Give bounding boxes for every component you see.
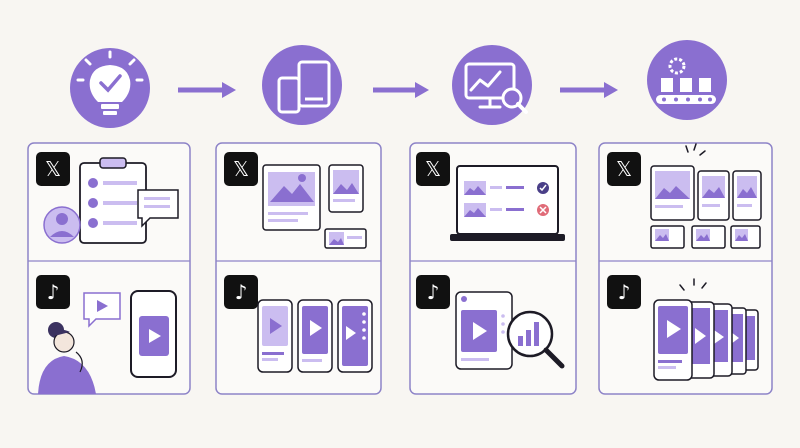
tiktok-logo-icon: ♪ xyxy=(36,275,70,309)
svg-text:♪: ♪ xyxy=(618,280,631,304)
step-ideate xyxy=(70,48,150,128)
production-line-icon xyxy=(656,57,716,104)
video-variant-3 xyxy=(337,299,373,373)
monitor-analytics-icon xyxy=(464,62,528,114)
thinking-person-illustration xyxy=(38,322,96,394)
step-design xyxy=(262,45,342,125)
lightbulb-check-icon xyxy=(76,50,144,115)
svg-text:♪: ♪ xyxy=(427,280,440,304)
video-variant-2 xyxy=(297,299,333,373)
panel-test: 𝕏 ♪ xyxy=(409,142,577,395)
tiktok-logo-icon: ♪ xyxy=(416,275,450,309)
arrow-3 xyxy=(560,82,618,98)
svg-text:♪: ♪ xyxy=(47,280,60,304)
image-banner xyxy=(324,228,367,249)
tiktok-logo-icon: ♪ xyxy=(607,275,641,309)
panel-ideate: 𝕏 ♪ xyxy=(27,142,191,395)
laptop-ab-test xyxy=(450,165,565,241)
arrow-1 xyxy=(178,82,236,98)
step-scale xyxy=(647,40,727,120)
image-post-large xyxy=(262,164,321,231)
scaled-image-posts xyxy=(650,165,762,221)
burst-lines-icon xyxy=(679,278,707,291)
svg-text:♪: ♪ xyxy=(235,280,248,304)
magnifier-chart-icon xyxy=(506,310,565,369)
devices-icon xyxy=(277,60,331,114)
tiktok-logo-icon: ♪ xyxy=(224,275,258,309)
scaled-image-banners xyxy=(650,225,761,249)
x-logo-icon: 𝕏 xyxy=(224,152,258,186)
x-logo-icon: 𝕏 xyxy=(36,152,70,186)
step-test xyxy=(452,45,532,125)
x-logo-icon: 𝕏 xyxy=(416,152,450,186)
panel-design: 𝕏 ♪ xyxy=(215,142,382,395)
panel-scale: 𝕏 xyxy=(598,142,773,395)
arrow-2 xyxy=(373,82,429,98)
phone-video-icon xyxy=(130,290,177,378)
scaled-video-stack xyxy=(653,299,759,381)
speech-bubble-icon xyxy=(137,189,179,228)
video-analytics-card xyxy=(455,291,513,370)
svg-text:𝕏: 𝕏 xyxy=(425,157,441,181)
video-speech-bubble-icon xyxy=(83,292,121,328)
video-variant-1 xyxy=(257,299,293,373)
svg-text:𝕏: 𝕏 xyxy=(45,157,61,181)
svg-text:𝕏: 𝕏 xyxy=(233,157,249,181)
burst-lines-icon xyxy=(685,143,706,156)
user-avatar-icon xyxy=(43,206,81,244)
checklist-clipboard xyxy=(79,157,147,244)
svg-text:𝕏: 𝕏 xyxy=(616,157,632,181)
image-post-small xyxy=(328,164,364,213)
x-logo-icon: 𝕏 xyxy=(607,152,641,186)
